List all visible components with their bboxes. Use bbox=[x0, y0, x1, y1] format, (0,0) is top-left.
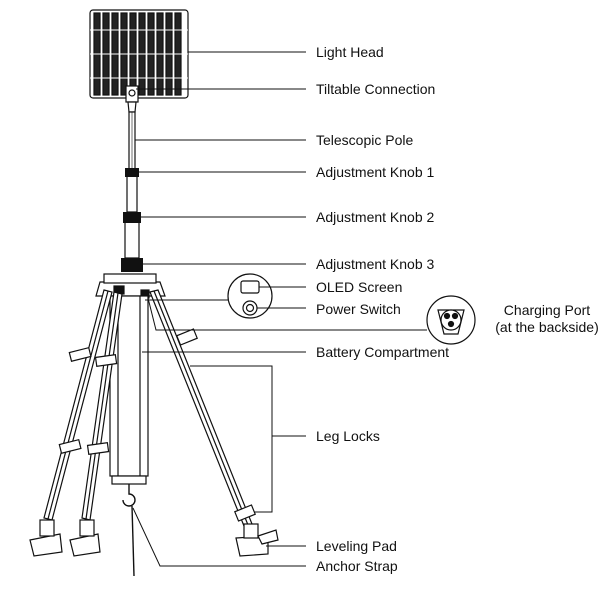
label-leveling-pad: Leveling Pad bbox=[316, 538, 397, 554]
oled-screen-icon bbox=[240, 280, 260, 294]
tripod-legs bbox=[43, 289, 253, 527]
leader-lines bbox=[132, 51, 427, 567]
label-adjustment-knob-2: Adjustment Knob 2 bbox=[316, 209, 435, 225]
label-battery-compartment: Battery Compartment bbox=[316, 344, 450, 360]
label-adjustment-knob-3: Adjustment Knob 3 bbox=[316, 256, 435, 272]
label-oled-screen: OLED Screen bbox=[316, 279, 403, 295]
label-charging-port-line2: (at the backside) bbox=[495, 319, 599, 335]
label-tiltable-connection: Tiltable Connection bbox=[316, 81, 436, 97]
label-power-switch: Power Switch bbox=[316, 301, 401, 317]
adjustment-knob-1[interactable] bbox=[125, 168, 139, 177]
label-light-head: Light Head bbox=[316, 44, 384, 60]
battery-compartment bbox=[109, 295, 149, 485]
light-head bbox=[89, 9, 189, 99]
adjustment-knob-2[interactable] bbox=[123, 212, 141, 223]
label-telescopic-pole: Telescopic Pole bbox=[316, 132, 414, 148]
label-leg-locks: Leg Locks bbox=[316, 428, 380, 444]
leveling-pads bbox=[29, 519, 279, 557]
leg-lock-collars bbox=[58, 328, 256, 522]
label-charging-port-line1: Charging Port bbox=[503, 302, 591, 318]
adjustment-knob-3[interactable] bbox=[121, 258, 143, 272]
label-anchor-strap: Anchor Strap bbox=[316, 558, 398, 574]
oled-power-inset bbox=[227, 273, 273, 319]
tiltable-connection bbox=[125, 85, 139, 113]
charging-port-inset bbox=[426, 295, 476, 345]
label-charging-port: Charging Port (at the backside) bbox=[480, 302, 614, 336]
telescopic-pole bbox=[124, 111, 140, 259]
label-adjustment-knob-1: Adjustment Knob 1 bbox=[316, 164, 435, 180]
tripod-hub bbox=[95, 273, 166, 299]
anchor-hook bbox=[122, 484, 136, 577]
